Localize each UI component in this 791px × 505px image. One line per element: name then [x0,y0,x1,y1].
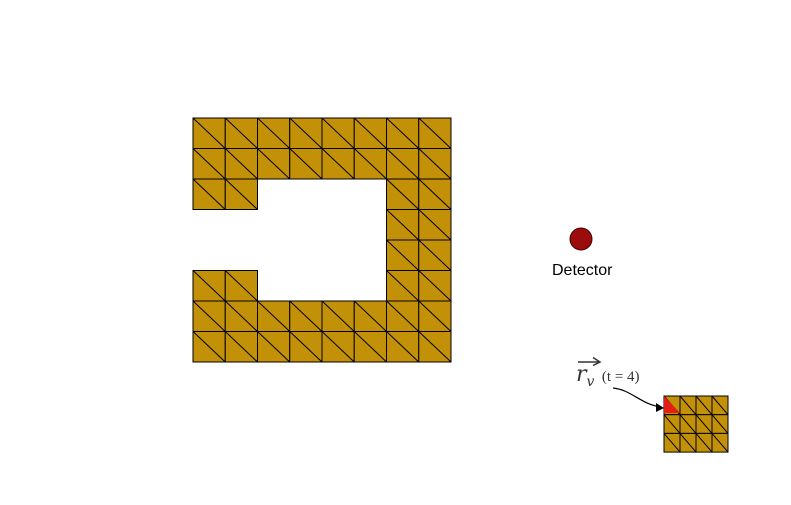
c-mesh-diagonal [224,270,258,302]
c-mesh-diagonal [192,148,226,180]
detector-label: Detector [552,262,613,279]
c-mesh-diagonal [192,178,226,210]
small-mesh-diagonal [695,414,713,434]
c-mesh-diagonal [418,300,452,332]
small-mesh-diagonal [663,433,681,453]
c-mesh-diagonal [224,331,258,363]
c-mesh-diagonal [289,148,323,180]
detector-icon [569,227,593,251]
c-mesh-diagonal [418,148,452,180]
c-mesh-diagonal [418,331,452,363]
c-mesh-diagonal [321,117,355,149]
c-mesh-diagonal [418,117,452,149]
c-mesh-diagonal [192,117,226,149]
small-mesh-diagonal [679,395,697,416]
c-mesh-diagonal [192,270,226,302]
c-mesh-diagonal [386,331,420,363]
c-mesh-diagonal [353,331,387,363]
highlighted-element [664,396,680,413]
c-mesh-diagonal [353,300,387,332]
c-mesh-diagonal [289,300,323,332]
c-mesh-diagonal [321,148,355,180]
small-mesh-diagonal [663,414,681,434]
c-mesh-diagonal [289,331,323,363]
c-mesh-diagonal [386,270,420,302]
c-mesh-diagonal [257,117,291,149]
c-mesh-diagonal [224,148,258,180]
time-label: (t = 4) [601,369,640,385]
c-mesh-diagonal [353,148,387,180]
vector-arrow-icon [578,356,602,366]
c-mesh-diagonal [386,148,420,180]
c-mesh-diagonal [353,117,387,149]
position-vector-label: rv (t = 4) [576,356,640,390]
c-mesh-diagonal [418,239,452,271]
vector-letter: r [576,362,587,387]
c-mesh-diagonal [386,117,420,149]
c-mesh-diagonal [224,117,258,149]
vector-symbol: rv [576,356,602,390]
small-mesh-diagonal [711,395,729,416]
small-mesh-diagonal [679,433,697,453]
c-mesh-diagonal [321,331,355,363]
small-mesh-diagonal [695,395,713,416]
c-mesh-diagonal [289,117,323,149]
c-mesh-diagonal [418,178,452,210]
c-mesh-diagonal [192,300,226,332]
small-mesh-diagonal [711,433,729,453]
c-mesh-diagonal [257,331,291,363]
c-mesh-diagonal [257,300,291,332]
small-mesh-diagonal [711,414,729,434]
c-mesh-diagonal [418,209,452,241]
c-mesh-diagonal [386,239,420,271]
c-mesh-diagonal [224,178,258,210]
small-mesh [663,395,729,453]
c-mesh-diagonal [224,300,258,332]
c-mesh-diagonal [386,178,420,210]
vector-subscript: v [586,374,595,390]
c-mesh-diagonal [321,300,355,332]
vector-connector [612,387,662,408]
c-mesh-diagonal [418,270,452,302]
c-mesh-diagonal [386,300,420,332]
c-mesh-diagonal [192,331,226,363]
small-mesh-diagonal [679,414,697,434]
c-mesh-diagonal [386,209,420,241]
c-mesh-diagonal [257,148,291,180]
vector-connector-arrowhead [656,403,664,412]
small-mesh-diagonal [695,433,713,453]
c-shaped-mesh [192,117,452,363]
